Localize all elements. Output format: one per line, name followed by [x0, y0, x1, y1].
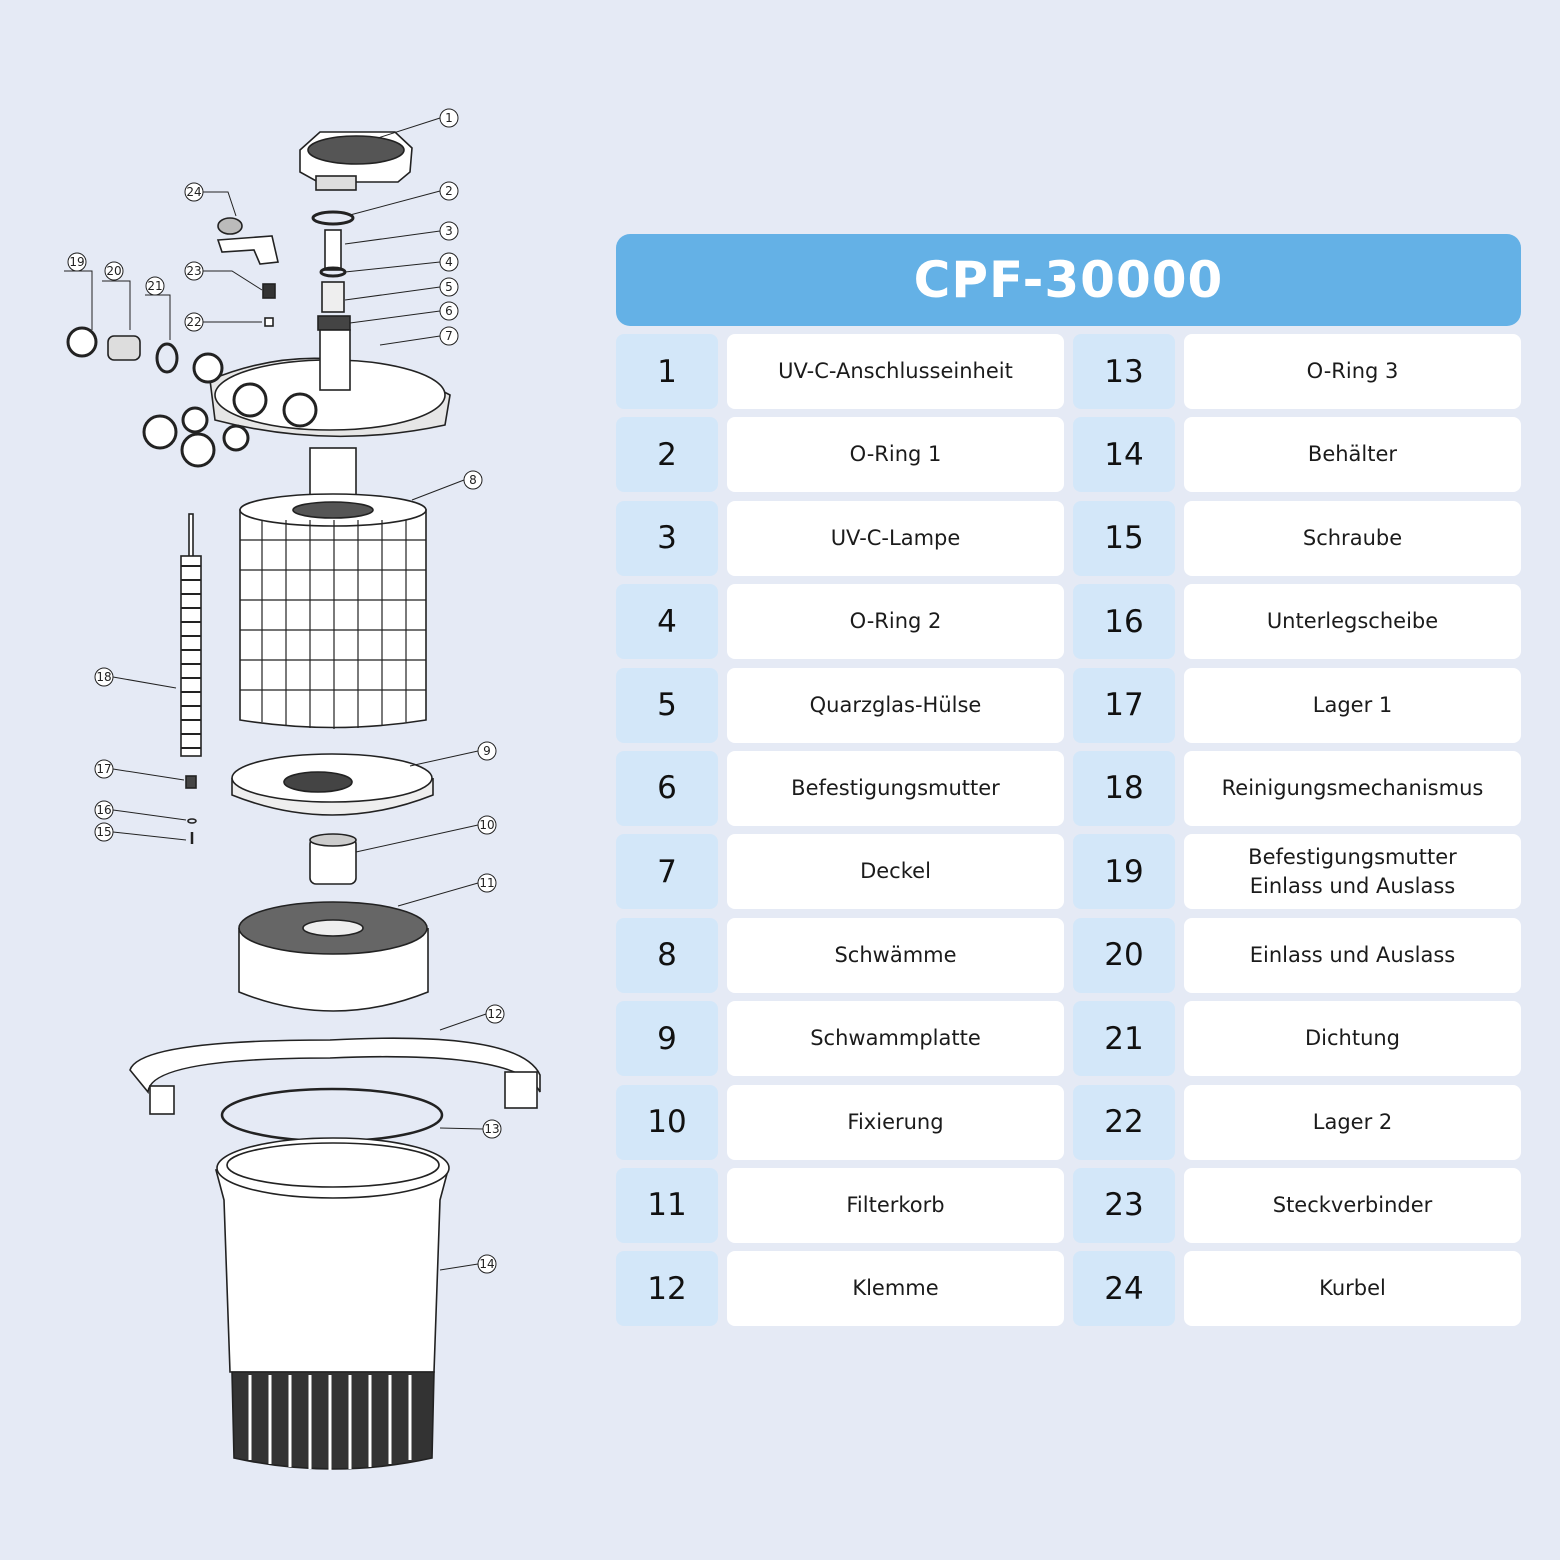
part-number: 21 [1073, 1001, 1175, 1077]
part-name: Lager 1 [1184, 667, 1521, 743]
part-clamp [129, 1037, 541, 1115]
part-name: Steckverbinder [1184, 1167, 1521, 1243]
callout-13: 13 [484, 1122, 499, 1136]
callout-15: 15 [96, 825, 111, 839]
part-name: Reinigungsmechanismus [1184, 750, 1521, 826]
part-name: Befestigungsmutter Einlass und Auslass [1184, 834, 1521, 910]
part-fixation [309, 833, 357, 885]
part-number: 6 [616, 750, 718, 826]
part-number: 7 [616, 834, 718, 910]
callout-20: 20 [106, 264, 121, 278]
callout-21: 21 [147, 279, 162, 293]
callout-9: 9 [483, 744, 491, 758]
part-uv-c-unit [299, 131, 413, 191]
callout-24: 24 [186, 185, 201, 199]
part-name: Fixierung [727, 1084, 1064, 1160]
callout-11: 11 [479, 876, 494, 890]
part-number: 5 [616, 667, 718, 743]
part-name: Dichtung [1184, 1001, 1521, 1077]
part-name: Schraube [1184, 500, 1521, 576]
callout-17: 17 [96, 762, 111, 776]
part-number: 22 [1073, 1084, 1175, 1160]
part-number: 20 [1073, 917, 1175, 993]
part-number: 24 [1073, 1251, 1175, 1327]
part-name: O-Ring 3 [1184, 334, 1521, 409]
callout-14: 14 [479, 1257, 494, 1271]
part-name: Befestigungsmutter [727, 750, 1064, 826]
part-number: 12 [616, 1251, 718, 1327]
part-number: 1 [616, 334, 718, 409]
callout-10: 10 [479, 818, 494, 832]
part-number: 2 [616, 417, 718, 493]
part-name: Schwammplatte [727, 1001, 1064, 1077]
part-number: 19 [1073, 834, 1175, 910]
callout-5: 5 [445, 280, 453, 294]
part-lid [142, 329, 451, 468]
part-name: Filterkorb [727, 1167, 1064, 1243]
callout-18: 18 [96, 670, 111, 684]
part-name: O-Ring 1 [727, 417, 1064, 493]
part-sponges [239, 447, 427, 729]
callout-6: 6 [445, 304, 453, 318]
callout-23: 23 [186, 264, 201, 278]
part-container [214, 1137, 450, 1470]
callout-16: 16 [96, 803, 111, 817]
callout-7: 7 [445, 329, 453, 343]
part-number: 11 [616, 1167, 718, 1243]
part-name: Lager 2 [1184, 1084, 1521, 1160]
exploded-view-diagram: 1 2 3 4 5 6 7 8 9 10 11 12 13 14 15 16 1… [0, 0, 600, 1560]
part-number: 10 [616, 1084, 718, 1160]
part-small-fittings [66, 217, 279, 374]
part-number: 17 [1073, 667, 1175, 743]
callout-22: 22 [186, 315, 201, 329]
part-number: 8 [616, 917, 718, 993]
part-sponge-plate [231, 753, 434, 816]
part-name: Klemme [727, 1251, 1064, 1327]
part-cleaning-mechanism [180, 513, 202, 844]
part-name: Unterlegscheibe [1184, 584, 1521, 660]
callout-12: 12 [487, 1007, 502, 1021]
part-number: 9 [616, 1001, 718, 1077]
part-number: 18 [1073, 750, 1175, 826]
part-name: Behälter [1184, 417, 1521, 493]
part-name: Einlass und Auslass [1184, 917, 1521, 993]
part-number: 23 [1073, 1167, 1175, 1243]
callout-3: 3 [445, 224, 453, 238]
part-o-ring-3 [220, 1087, 444, 1143]
part-name: Quarzglas-Hülse [727, 667, 1064, 743]
callout-8: 8 [469, 473, 477, 487]
part-number: 4 [616, 584, 718, 660]
part-filter-basket [238, 901, 429, 1012]
part-number: 14 [1073, 417, 1175, 493]
part-number: 3 [616, 500, 718, 576]
part-number: 16 [1073, 584, 1175, 660]
part-number: 15 [1073, 500, 1175, 576]
callout-2: 2 [445, 184, 453, 198]
callout-1: 1 [445, 111, 453, 125]
callout-labels: 1 2 3 4 5 6 7 8 9 10 11 12 13 14 15 16 1… [64, 108, 505, 1274]
part-o-ring-1 [311, 210, 355, 226]
part-uv-lamp [317, 229, 351, 331]
part-name: Kurbel [1184, 1251, 1521, 1327]
callout-4: 4 [445, 255, 453, 269]
part-name: O-Ring 2 [727, 584, 1064, 660]
model-title: CPF-30000 [616, 234, 1521, 326]
part-name: Deckel [727, 834, 1064, 910]
part-name: UV-C-Anschlusseinheit [727, 334, 1064, 409]
part-number: 13 [1073, 334, 1175, 409]
callout-19: 19 [69, 255, 84, 269]
part-name: UV-C-Lampe [727, 500, 1064, 576]
part-name: Schwämme [727, 917, 1064, 993]
